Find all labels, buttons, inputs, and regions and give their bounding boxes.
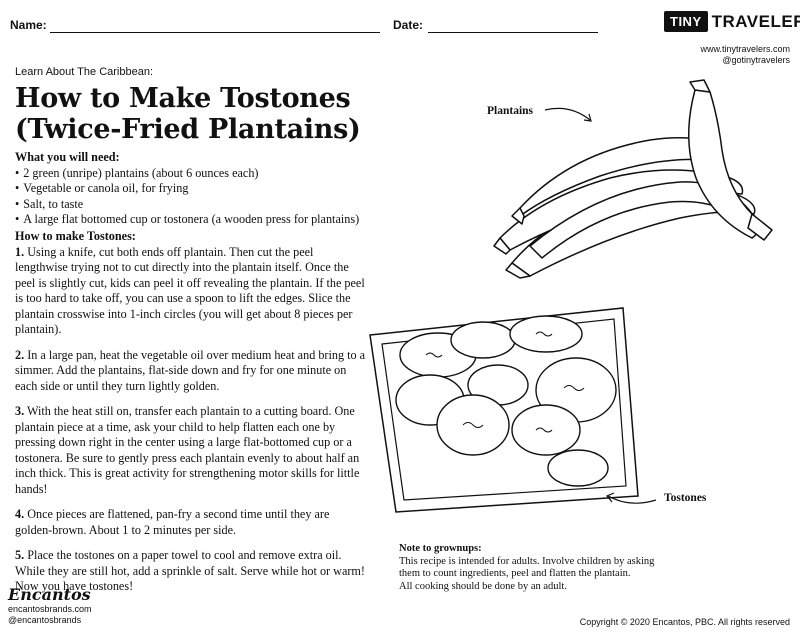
list-item: Salt, to taste (15, 197, 385, 213)
step-4: 4. Once pieces are flattened, pan-fry a … (15, 507, 367, 538)
step-text: Place the tostones on a paper towel to c… (15, 548, 365, 593)
step-number: 3. (15, 404, 25, 418)
copyright: Copyright © 2020 Encantos, PBC. All righ… (579, 617, 790, 627)
title-line-2: (Twice-Fried Plantains) (15, 114, 361, 145)
social-handle: @gotinytravelers (722, 55, 790, 65)
website-link[interactable]: www.tinytravelers.com (700, 44, 790, 54)
title-line-1: How to Make Tostones (15, 83, 351, 114)
note-line: them to count ingredients, peel and flat… (399, 568, 631, 579)
instructions-section: How to make Tostones: 1. Using a knife, … (15, 229, 367, 605)
step-number: 4. (15, 507, 25, 521)
step-number: 5. (15, 548, 25, 562)
step-text: Using a knife, cut both ends off plantai… (15, 244, 365, 337)
logo-travelers: TRAVELERS (711, 11, 800, 31)
list-item: Vegetable or canola oil, for frying (15, 181, 385, 197)
date-label: Date: (393, 18, 424, 32)
step-5: 5. Place the tostones on a paper towel t… (15, 548, 367, 595)
page-title: How to Make Tostones (Twice-Fried Planta… (15, 83, 361, 145)
note-heading: Note to grownups: (399, 543, 482, 554)
step-1: 1. Using a knife, cut both ends off plan… (15, 245, 367, 338)
grownups-note: Note to grownups: This recipe is intende… (399, 543, 689, 593)
date-field[interactable] (428, 32, 598, 33)
arrow-icon (600, 482, 660, 512)
logo-tiny: TINY (664, 11, 708, 32)
step-number: 1. (15, 244, 25, 259)
step-text: With the heat still on, transfer each pl… (15, 404, 360, 496)
encantos-website[interactable]: encantosbrands.com (8, 604, 92, 614)
plantains-label: Plantains (487, 105, 534, 117)
encantos-social: @encantosbrands (8, 615, 82, 625)
list-item: 2 green (unripe) plantains (about 6 ounc… (15, 166, 385, 182)
note-line: This recipe is intended for adults. Invo… (399, 555, 655, 567)
step-number: 2. (15, 347, 25, 362)
website-block: www.tinytravelers.com @gotinytravelers (700, 44, 790, 66)
step-2: 2. In a large pan, heat the vegetable oi… (15, 348, 367, 395)
encantos-links: encantosbrands.com @encantosbrands (8, 604, 92, 626)
tiny-travelers-logo: TINY TRAVELERS (664, 11, 800, 32)
note-line: All cooking should be done by an adult. (399, 580, 567, 592)
list-item: A large flat bottomed cup or tostonera (… (15, 212, 385, 228)
tostones-plate-illustration (368, 300, 643, 515)
eyebrow: Learn About The Caribbean: (15, 66, 154, 78)
howto-heading: How to make Tostones: (15, 229, 136, 243)
needs-heading: What you will need: (15, 150, 120, 164)
arrow-icon (540, 100, 600, 130)
ingredients-section: What you will need: 2 green (unripe) pla… (15, 150, 385, 228)
ingredients-list: 2 green (unripe) plantains (about 6 ounc… (15, 166, 385, 228)
step-text: In a large pan, heat the vegetable oil o… (15, 347, 366, 393)
plantains-illustration (490, 78, 790, 288)
name-field[interactable] (50, 32, 380, 33)
encantos-logo: Encantos (8, 585, 91, 604)
tostones-label: Tostones (664, 492, 707, 504)
name-label: Name: (10, 18, 47, 32)
step-3: 3. With the heat still on, transfer each… (15, 404, 367, 497)
step-text: Once pieces are flattened, pan-fry a sec… (15, 507, 330, 537)
